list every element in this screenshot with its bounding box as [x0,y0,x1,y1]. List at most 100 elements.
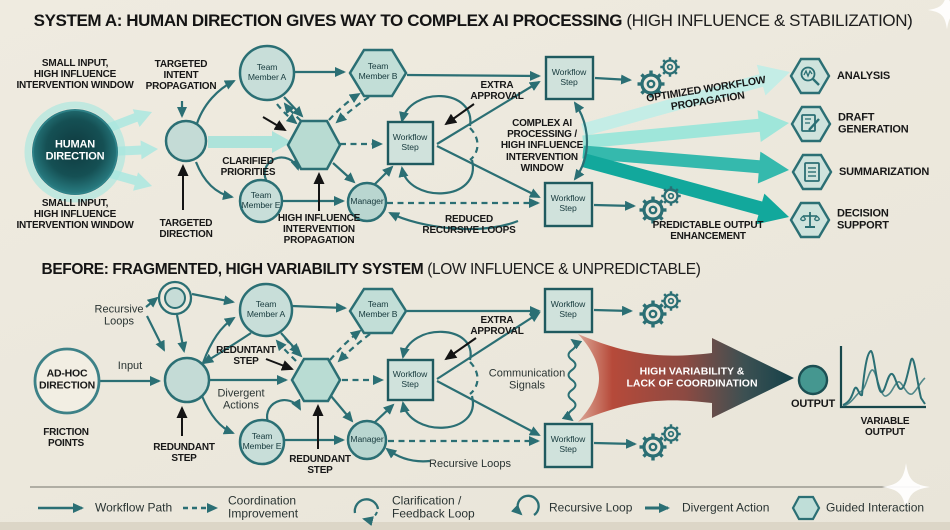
legend-label-divergent-action: Divergent Action [682,500,770,515]
label-variable-output: VARIABLE OUTPUT [860,415,910,438]
label-reduced-recursive-loops: REDUCED RECURSIVE LOOPS [422,213,516,236]
direction-hub-node [164,119,208,163]
workflow-step-label: Workflow Step [392,132,428,152]
clarification-feedback-icon [353,498,380,527]
legend-label-coordination-improvement: Coordination Improvement [228,493,299,521]
manager-label: Manager [350,434,384,445]
gears-icon [660,185,682,207]
team-member-e-node [238,178,284,224]
manager-node [346,419,388,461]
workflow-step-label: Workflow Step [550,434,586,454]
workflow-step-label: Workflow Step [550,299,586,319]
high-variability-arrow [578,334,794,422]
label-friction-points: FRICTION POINTS [43,426,89,449]
team-member-b-hexagon [348,48,408,98]
ad-hoc-direction-label: AD-HOC DIRECTION [39,367,95,391]
system-a-nodes [24,44,682,228]
decision-support-icon [799,212,821,228]
human-direction-node [32,109,118,195]
system-b-nodes [33,280,829,469]
label-high-influence-propagation: HIGH INFLUENCE INTERVENTION PROPAGATION [277,213,361,247]
output-label-draft-generation: DRAFT GENERATION [838,111,909,136]
workflow-step-box [386,120,435,166]
label-small-input-top: SMALL INPUT, HIGH INFLUENCE INTERVENTION… [16,58,134,92]
summarization-icon [804,162,820,182]
system-b-title: BEFORE: FRAGMENTED, HIGH VARIABILITY SYS… [42,261,701,279]
system-a-black-arrows [177,103,475,211]
legend-label-recursive-loop: Recursive Loop [549,500,633,515]
label-targeted-direction: TARGETED DIRECTION [159,217,213,240]
gears-icon [659,56,681,78]
human-direction-label: HUMAN DIRECTION [45,138,105,163]
team-member-a-node [238,44,296,102]
gears-icon [660,423,682,445]
guided-interaction-hexagon [286,119,342,171]
label-redundant-step-hub: REDUNDANT STEP [153,441,215,464]
workflow-step-label: Workflow Step [550,193,586,213]
label-reduntant-step: REDUNTANT STEP [216,344,276,367]
bottom-edge-strip [0,522,950,530]
team-member-e-label: Team Member E [241,190,281,210]
label-communication-signals: Communication Signals [488,367,566,392]
guided-interaction-hexagon [290,357,342,403]
hub-node [163,356,211,404]
team-member-a-label: Team Member A [247,62,287,82]
system-a-title: SYSTEM A: HUMAN DIRECTION GIVES WAY TO C… [34,11,913,31]
draft-generation-hexagon [790,105,832,143]
output-label-analysis: ANALYSIS [837,69,891,82]
workflow-step-label: Workflow Step [392,369,428,389]
workflow-step-box [543,287,594,334]
label-recursive-loops-manager: Recursive Loops [429,457,511,470]
label-recursive-loops-left: Recursive Loops [94,303,144,328]
human-direction-glow [24,101,126,203]
manager-node [346,181,388,223]
manager-label: Manager [350,196,384,207]
workflow-step-box [543,422,594,469]
system-b-black-arrows [176,337,477,449]
label-small-input-bottom: SMALL INPUT, HIGH INFLUENCE INTERVENTION… [16,198,134,232]
gears-icon [660,290,682,312]
system-a-diagram [24,44,833,239]
ad-hoc-direction-node [33,347,101,415]
system-a-title-normal: (HIGH INFLUENCE & STABILIZATION) [622,11,913,30]
label-output: OUTPUT [790,397,836,410]
workflow-step-box [386,358,435,402]
variable-output-chart [839,346,926,409]
label-extra-approval-b: EXTRA APPROVAL [470,314,524,337]
legend-label-workflow-path: Workflow Path [95,500,173,515]
legend-graphics [30,486,920,527]
label-clarified-priorities: CLARIFIED PRIORITIES [220,155,276,178]
label-redundant-step-hex: REDUNDANT STEP [289,453,351,476]
label-extra-approval-a: EXTRA APPROVAL [470,79,524,102]
team-member-e-node [238,418,286,466]
workflow-step-box [544,55,595,101]
label-high-variability: HIGH VARIABILITY & LACK OF COORDINATION [626,365,758,389]
label-predictable-output: PREDICTABLE OUTPUT ENHANCEMENT [652,219,764,242]
communication-signals-wave [561,338,583,422]
team-member-a-node [238,282,294,338]
system-b-diagram [33,280,926,469]
team-member-e-label: Team Member E [242,431,282,451]
legend-label-guided-interaction: Guided Interaction [826,500,925,515]
optimized-output-fan-arrows [581,64,790,225]
label-input: Input [117,359,143,372]
system-b-connectors [100,292,637,463]
guided-interaction-icon [791,495,821,521]
team-member-b-label: Team Member B [358,61,398,81]
workflow-step-label: Workflow Step [551,67,587,87]
label-complex-ai: COMPLEX AI PROCESSING / HIGH INFLUENCE I… [500,118,584,174]
team-member-b-hexagon [348,287,408,335]
label-targeted-intent: TARGETED INTENT PROPAGATION [145,59,217,93]
draft-generation-icon [801,114,820,132]
system-b-title-normal: (LOW INFLUENCE & UNPREDICTABLE) [423,261,701,278]
recursive-loop-icon [511,494,540,516]
team-member-a-label: Team Member A [246,299,286,319]
analysis-hexagon [789,57,831,95]
system-a-connectors [177,67,636,231]
legend-label-clarification-feedback: Clarification / Feedback Loop [392,493,475,521]
workflow-step-box [543,181,594,228]
gears-icon [637,298,669,330]
label-divergent-actions: Divergent Actions [217,387,265,412]
